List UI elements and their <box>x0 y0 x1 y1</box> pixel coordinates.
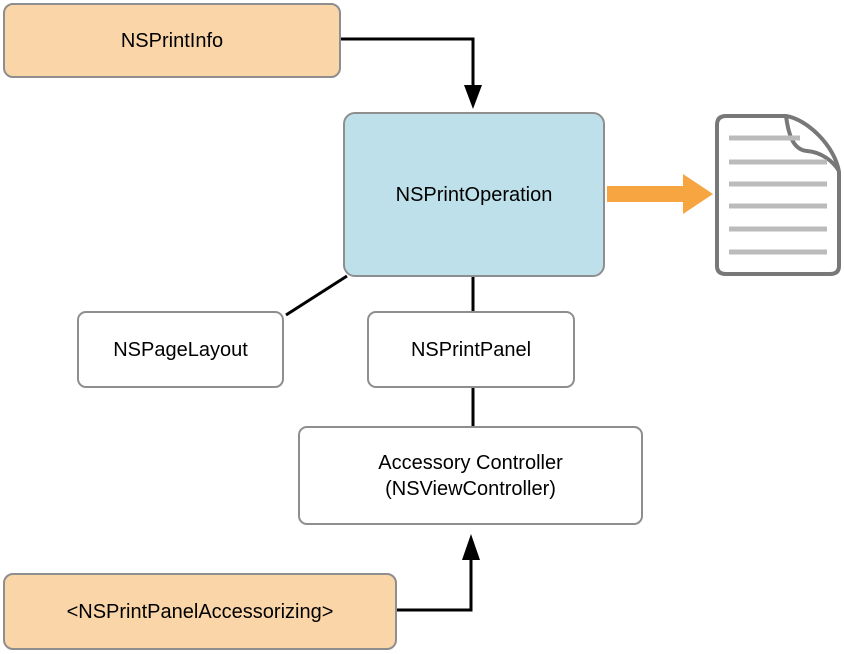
node-nsprintinfo: NSPrintInfo <box>3 3 341 78</box>
node-nsprintpanelaccessorizing: <NSPrintPanelAccessorizing> <box>3 573 397 650</box>
node-accessory-controller: Accessory Controller (NSViewController) <box>298 426 643 525</box>
document-icon <box>715 114 841 276</box>
node-nsprintoperation-label: NSPrintOperation <box>395 183 553 206</box>
node-nsprintpanel: NSPrintPanel <box>367 311 575 388</box>
node-nsprintpanel-label: NSPrintPanel <box>410 338 532 361</box>
document-page-shape <box>715 114 841 276</box>
connector-accessorizing-to-accessory <box>396 559 473 612</box>
node-nsprintpanelaccessorizing-label: <NSPrintPanelAccessorizing> <box>66 600 334 623</box>
node-nspagelayout: NSPageLayout <box>77 311 284 388</box>
connector-printinfo-to-printoperation <box>341 37 475 86</box>
connector-accessorizing-arrowhead-up <box>462 534 480 560</box>
node-nspagelayout-label: NSPageLayout <box>113 338 248 361</box>
node-nsprintinfo-label: NSPrintInfo <box>120 29 224 52</box>
node-accessory-controller-label-line1: Accessory Controller <box>378 451 563 474</box>
output-arrow-icon <box>607 174 713 214</box>
connector-printoperation-to-pagelayout <box>285 274 348 317</box>
node-nsprintoperation: NSPrintOperation <box>343 112 605 277</box>
connector-printinfo-arrowhead-down <box>464 85 482 109</box>
node-accessory-controller-label-line2: (NSViewController) <box>385 477 556 500</box>
document-folded-corner <box>784 115 841 173</box>
